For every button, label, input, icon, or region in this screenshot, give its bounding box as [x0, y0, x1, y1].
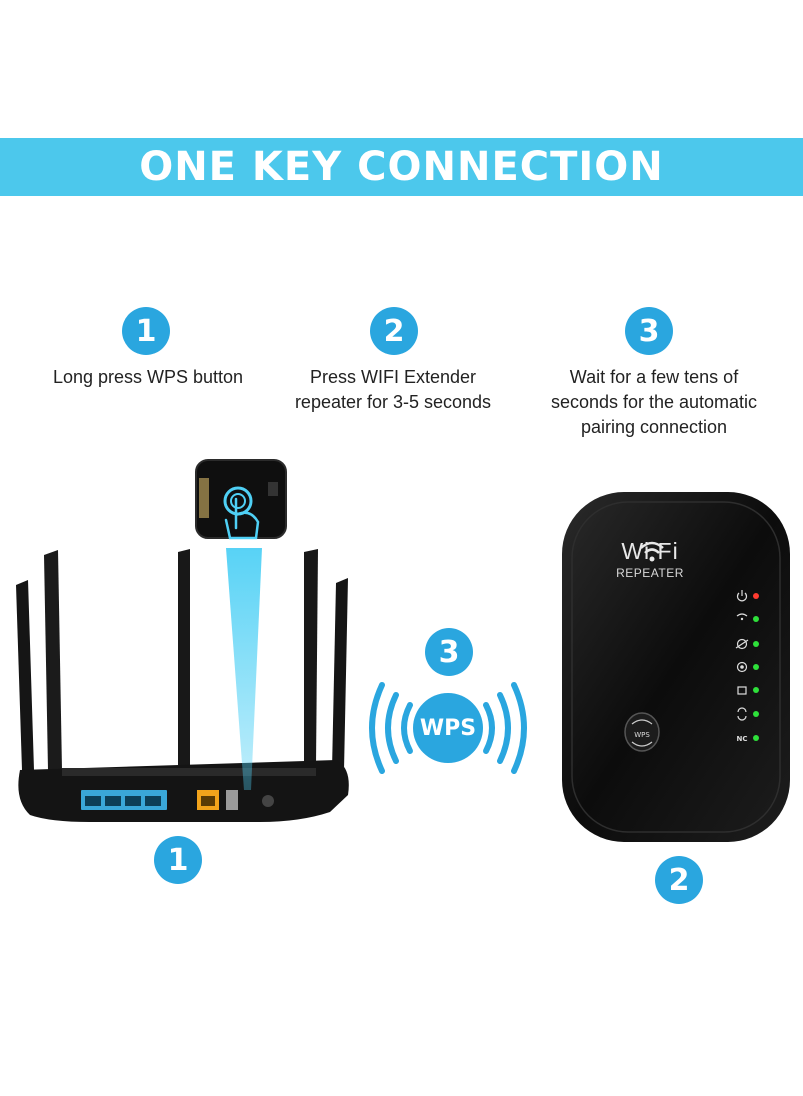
lan-led	[753, 687, 759, 693]
step-1-badge: 1	[122, 307, 170, 355]
wifi-repeater-device: WPS NC	[562, 492, 790, 842]
lan-icon	[737, 686, 747, 695]
banner-title: ONE KEY CONNECTION	[139, 144, 664, 190]
wifi-led	[753, 616, 759, 622]
wifi-24g-icon	[736, 613, 748, 621]
step-3-badge: 3	[625, 307, 673, 355]
internet-led	[753, 641, 759, 647]
refresh-icon	[737, 707, 747, 721]
power-led	[753, 593, 759, 599]
repeater-label: REPEATER	[616, 566, 684, 580]
globe-icon	[735, 638, 749, 650]
step-3-text: Wait for a few tens of seconds for the a…	[550, 367, 758, 437]
wps-led	[753, 711, 759, 717]
wps-step-badge: 3	[425, 628, 473, 676]
power-icon	[736, 590, 748, 602]
step-1-text: Long press WPS button	[52, 367, 244, 387]
title-banner: ONE KEY CONNECTION	[0, 138, 803, 196]
nc-led	[753, 735, 759, 741]
step-2-text: Press WIFI Extender repeater for 3-5 sec…	[294, 367, 492, 412]
router-badge: 1	[154, 836, 202, 884]
wps-button-zoom-inset	[195, 459, 287, 540]
wps-label-badge: WPS	[413, 693, 483, 763]
signal-led	[753, 664, 759, 670]
nc-label: NC	[737, 735, 748, 743]
target-icon	[736, 661, 748, 673]
repeater-badge: 2	[655, 856, 703, 904]
router-image	[16, 549, 349, 822]
device-wps-button-label: WPS	[634, 731, 650, 739]
step-2-badge: 2	[370, 307, 418, 355]
wifi-logo: Wi Fi	[621, 538, 679, 564]
wps-signal-waves	[369, 682, 527, 774]
